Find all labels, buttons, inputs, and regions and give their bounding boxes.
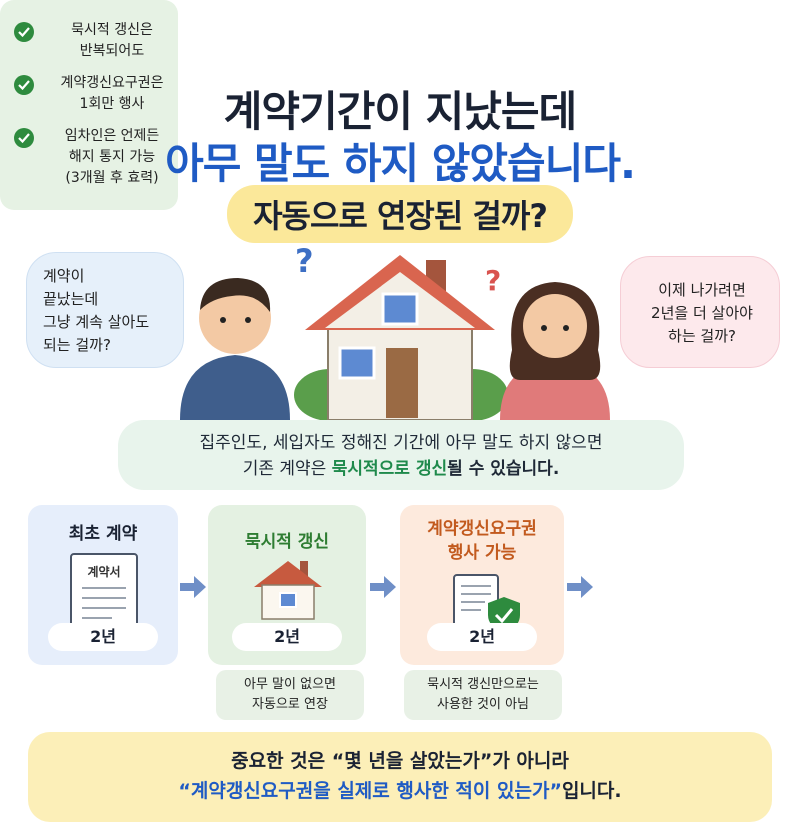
headline-line1: 계약기간이 지났는데 bbox=[223, 87, 577, 136]
step-card-implied-renewal: 묵시적 갱신 2년 bbox=[208, 505, 366, 665]
check-line: 묵시적 갱신은 bbox=[71, 22, 153, 38]
check-line: 계약갱신요구권은 bbox=[60, 75, 164, 91]
bubble-line: 2년을 더 살아야 bbox=[651, 304, 753, 322]
check-text: 임차인은 언제든 해지 통지 가능 (3개월 후 효력) bbox=[44, 126, 180, 189]
note-line: 묵시적 갱신만으로는 bbox=[427, 677, 539, 692]
speech-bubble-man: 계약이 끝났는데 그냥 계속 살아도 되는 걸까? bbox=[26, 252, 184, 368]
summary-line2-start: 기존 계약은 bbox=[242, 459, 332, 479]
step-card-renewal-right: 계약갱신요구권 행사 가능 2년 bbox=[400, 505, 564, 665]
footer-line2-highlight: “계약갱신요구권을 실제로 행사한 적이 있는가” bbox=[178, 780, 562, 802]
note-line: 사용한 것이 아님 bbox=[437, 697, 529, 712]
check-text: 묵시적 갱신은 반복되어도 bbox=[44, 20, 180, 62]
step-note-implied: 아무 말이 없으면 자동으로 연장 bbox=[216, 670, 364, 720]
document-label: 계약서 bbox=[87, 565, 121, 579]
check-text: 계약갱신요구권은 1회만 행사 bbox=[44, 73, 180, 115]
step-title: 계약갱신요구권 행사 가능 bbox=[400, 517, 564, 565]
step-card-initial-contract: 최초 계약 계약서 2년 bbox=[28, 505, 178, 665]
step-note-renewal: 묵시적 갱신만으로는 사용한 것이 아님 bbox=[404, 670, 562, 720]
document-icon: 계약서 bbox=[70, 553, 138, 633]
footer-callout: 중요한 것은 “몇 년을 살았는가”가 아니라 “계약갱신요구권을 실제로 행사… bbox=[28, 732, 772, 822]
summary-box: 집주인도, 세입자도 정해진 기간에 아무 말도 하지 않으면 기존 계약은 묵… bbox=[118, 420, 684, 490]
question-mark-icon: ? bbox=[485, 264, 501, 297]
headline-line3-wrap: 자동으로 연장된 걸까? bbox=[0, 185, 800, 243]
duration-pill: 2년 bbox=[427, 623, 537, 651]
house-icon bbox=[305, 255, 495, 420]
step-title: 묵시적 갱신 bbox=[244, 532, 330, 552]
note-line: 아무 말이 없으면 bbox=[244, 677, 336, 692]
duration-pill: 2년 bbox=[232, 623, 342, 651]
woman-character bbox=[500, 282, 610, 420]
bubble-line: 끝났는데 bbox=[43, 290, 99, 308]
summary-line1: 집주인도, 세입자도 정해진 기간에 아무 말도 하지 않으면 bbox=[199, 433, 603, 453]
footer-line2: “계약갱신요구권을 실제로 행사한 적이 있는가”입니다. bbox=[28, 776, 772, 806]
bubble-line: 이제 나가려면 bbox=[658, 281, 746, 299]
headline-line2: 아무 말도 하지 않았습니다. bbox=[165, 139, 636, 188]
check-line: 해지 통지 가능 bbox=[68, 149, 156, 165]
note-line: 자동으로 연장 bbox=[252, 697, 328, 712]
speech-bubble-woman: 이제 나가려면 2년을 더 살아야 하는 걸까? bbox=[620, 256, 780, 368]
check-line: (3개월 후 효력) bbox=[65, 170, 159, 186]
man-character bbox=[180, 278, 290, 420]
bubble-line: 되는 걸까? bbox=[43, 336, 111, 354]
summary-line2: 기존 계약은 묵시적으로 갱신될 수 있습니다. bbox=[118, 456, 684, 482]
check-circle-icon bbox=[14, 22, 34, 42]
duration-pill: 2년 bbox=[48, 623, 158, 651]
summary-highlight: 묵시적으로 갱신 bbox=[331, 459, 448, 479]
step-title: 최초 계약 bbox=[68, 524, 138, 544]
bubble-line: 계약이 bbox=[43, 267, 85, 285]
step-title-line: 행사 가능 bbox=[447, 543, 517, 563]
footer-line2-end: 입니다. bbox=[561, 780, 622, 802]
step-title-line: 계약갱신요구권 bbox=[427, 519, 537, 539]
bubble-line: 그냥 계속 살아도 bbox=[43, 313, 150, 331]
summary-line2-end: 될 수 있습니다. bbox=[447, 459, 560, 479]
headline-line3: 자동으로 연장된 걸까? bbox=[227, 185, 573, 243]
check-line: 임차인은 언제든 bbox=[64, 128, 160, 144]
checklist-card: 묵시적 갱신은 반복되어도 계약갱신요구권은 1회만 행사 임차인은 언제든 해… bbox=[0, 0, 178, 210]
bubble-line: 하는 걸까? bbox=[668, 327, 736, 345]
check-circle-icon bbox=[14, 128, 34, 148]
illustration-scene: ? ? bbox=[180, 242, 610, 420]
house-icon bbox=[254, 561, 322, 620]
question-mark-icon: ? bbox=[295, 242, 314, 280]
check-line: 1회만 행사 bbox=[79, 96, 145, 112]
check-line: 반복되어도 bbox=[79, 43, 145, 59]
footer-line1: 중요한 것은 “몇 년을 살았는가”가 아니라 bbox=[231, 750, 569, 772]
check-circle-icon bbox=[14, 75, 34, 95]
